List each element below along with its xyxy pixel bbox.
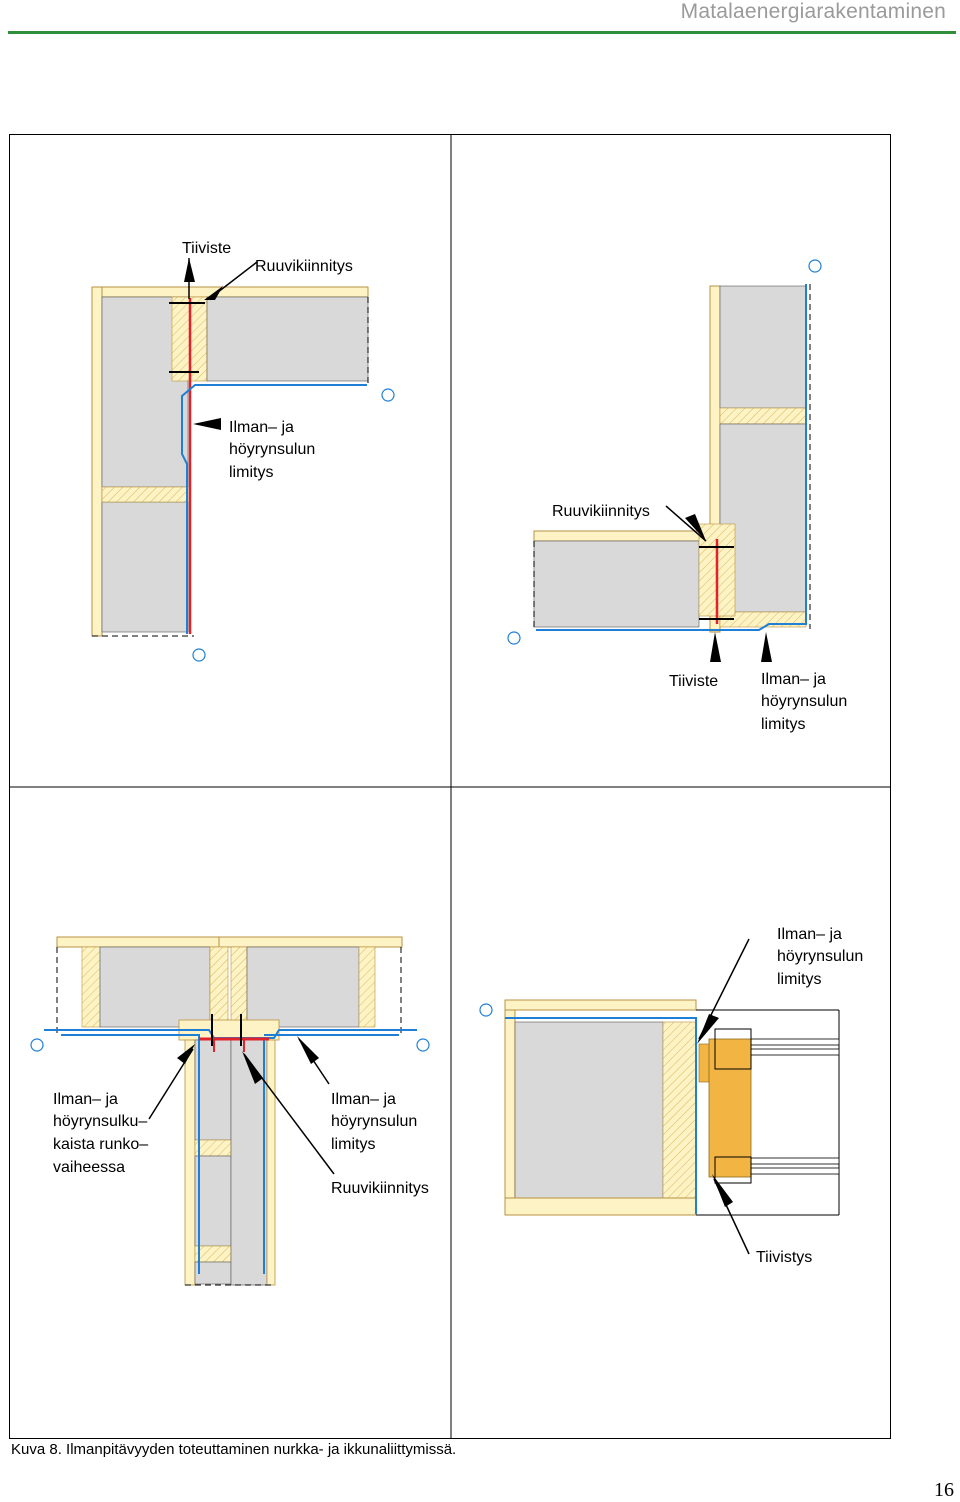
panel2-overlap-line2: höyrynsulun bbox=[761, 693, 847, 710]
panel-3-t-junction-detail: Ilman– ja höyrynsulku– kaista runko– vai… bbox=[30, 936, 493, 1286]
panel1-overlap-line2: höyrynsulun bbox=[229, 441, 315, 458]
panel3-overlap-line1: Ilman– ja bbox=[331, 1091, 396, 1108]
panel3-strip-line3: kaista runko– bbox=[53, 1136, 148, 1153]
panel4-overlap-line2: höyrynsulun bbox=[777, 948, 863, 965]
panel3-strip-line4: vaiheessa bbox=[53, 1159, 125, 1176]
panel4-overlap-line3: limitys bbox=[777, 971, 821, 988]
panel-4-window-detail: Ilman– ja höyrynsulun limitys Tiivistys bbox=[504, 926, 863, 1266]
panel2-screw-label: Ruuvikiinnitys bbox=[552, 503, 650, 520]
panel4-overlap-line1: Ilman– ja bbox=[777, 926, 842, 943]
panel-1-corner-detail: Tiiviste Ruuvikiinnitys Ilman– ja höyryn… bbox=[91, 240, 395, 662]
panel2-overlap-line3: limitys bbox=[761, 716, 805, 733]
panel2-overlap-line1: Ilman– ja bbox=[761, 671, 826, 688]
panel1-seal-label: Tiiviste bbox=[182, 240, 231, 257]
figure-caption: Kuva 8. Ilmanpitävyyden toteuttaminen nu… bbox=[11, 1441, 457, 1458]
panel3-strip-line1: Ilman– ja bbox=[53, 1091, 118, 1108]
header-rule bbox=[8, 31, 956, 34]
panel3-strip-line2: höyrynsulku– bbox=[53, 1113, 147, 1130]
figure: Tiiviste Ruuvikiinnitys Ilman– ja höyryn… bbox=[9, 134, 891, 1439]
header-title: Matalaenergiarakentaminen bbox=[680, 0, 946, 23]
panel1-overlap-line1: Ilman– ja bbox=[229, 419, 294, 436]
panel1-overlap-line3: limitys bbox=[229, 464, 273, 481]
panel-2-corner-detail: Ruuvikiinnitys Tiiviste Ilman– ja höyryn… bbox=[507, 259, 847, 733]
panel1-screw-label: Ruuvikiinnitys bbox=[255, 258, 353, 275]
panel2-seal-label: Tiiviste bbox=[669, 673, 718, 690]
panel3-overlap-line3: limitys bbox=[331, 1136, 375, 1153]
panel3-screw-label: Ruuvikiinnitys bbox=[331, 1180, 429, 1197]
figure-drawing: Tiiviste Ruuvikiinnitys Ilman– ja höyryn… bbox=[9, 134, 891, 1439]
page-number: 16 bbox=[934, 1479, 954, 1501]
panel4-seal-label: Tiivistys bbox=[756, 1249, 812, 1266]
panel3-overlap-line2: höyrynsulun bbox=[331, 1113, 417, 1130]
